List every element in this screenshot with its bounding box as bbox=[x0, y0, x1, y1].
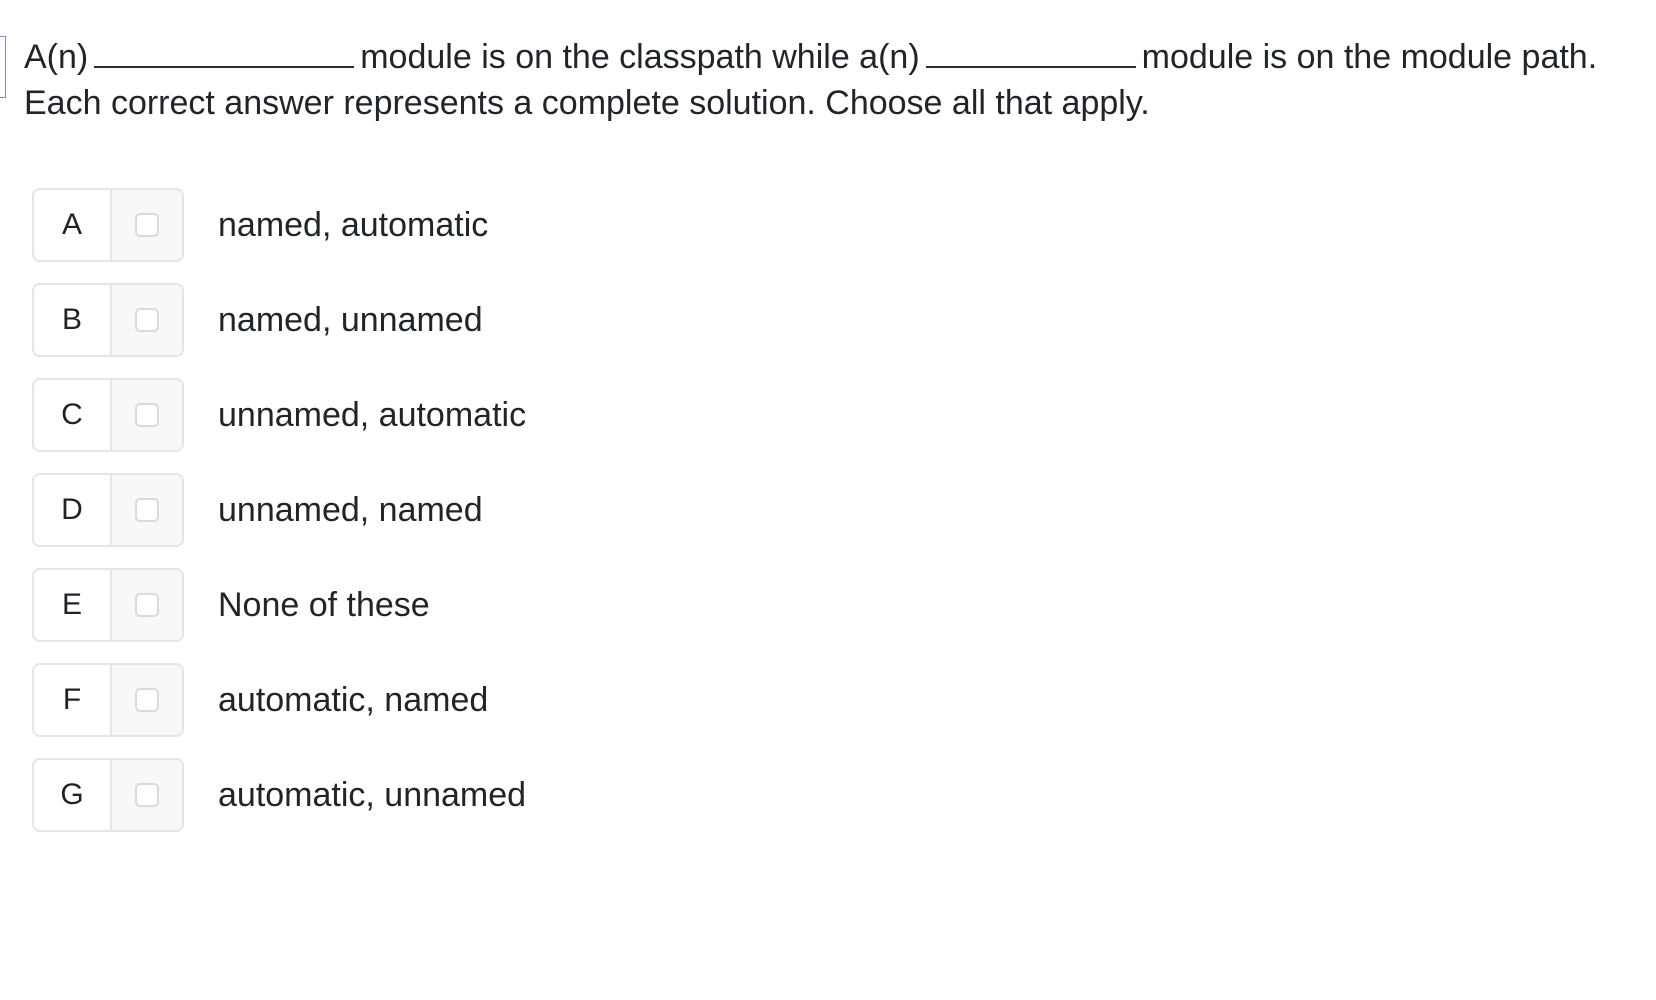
option-box[interactable]: A bbox=[32, 188, 184, 262]
question-part2: module is on the classpath while a(n) bbox=[360, 38, 920, 76]
option-text[interactable]: named, automatic bbox=[218, 205, 489, 244]
option-box[interactable]: F bbox=[32, 663, 184, 737]
option-letter: D bbox=[34, 475, 112, 545]
option-text[interactable]: named, unnamed bbox=[218, 300, 483, 339]
checkbox[interactable] bbox=[135, 593, 159, 617]
option-e[interactable]: E None of these bbox=[32, 567, 526, 643]
question-part3: module is on the module path. bbox=[1141, 38, 1598, 76]
option-box[interactable]: B bbox=[32, 283, 184, 357]
option-text[interactable]: automatic, named bbox=[218, 680, 489, 719]
option-text[interactable]: None of these bbox=[218, 585, 430, 624]
checkbox[interactable] bbox=[135, 688, 159, 712]
question-instruction: Each correct answer represents a complet… bbox=[24, 84, 1150, 122]
option-text[interactable]: unnamed, automatic bbox=[218, 395, 527, 434]
option-c[interactable]: C unnamed, automatic bbox=[32, 377, 526, 453]
option-box[interactable]: D bbox=[32, 473, 184, 547]
option-letter: C bbox=[34, 380, 112, 450]
checkbox[interactable] bbox=[135, 308, 159, 332]
question-text: A(n) module is on the classpath while a(n… bbox=[24, 34, 1597, 126]
checkbox[interactable] bbox=[135, 498, 159, 522]
blank-1 bbox=[94, 36, 355, 68]
option-f[interactable]: F automatic, named bbox=[32, 662, 526, 738]
question-line: A(n) module is on the classpath while a(n… bbox=[24, 34, 1597, 80]
checkbox[interactable] bbox=[135, 783, 159, 807]
option-letter: E bbox=[34, 570, 112, 640]
answer-options: A named, automatic B named, unnamed C un… bbox=[32, 187, 526, 852]
option-letter: A bbox=[34, 190, 112, 260]
option-letter: B bbox=[34, 285, 112, 355]
option-g[interactable]: G automatic, unnamed bbox=[32, 757, 526, 833]
blank-2 bbox=[925, 36, 1136, 68]
option-text[interactable]: automatic, unnamed bbox=[218, 775, 527, 814]
option-text[interactable]: unnamed, named bbox=[218, 490, 483, 529]
option-a[interactable]: A named, automatic bbox=[32, 187, 526, 263]
option-box[interactable]: E bbox=[32, 568, 184, 642]
option-box[interactable]: G bbox=[32, 758, 184, 832]
option-box[interactable]: C bbox=[32, 378, 184, 452]
question-marker bbox=[0, 36, 6, 98]
option-letter: F bbox=[34, 665, 112, 735]
option-b[interactable]: B named, unnamed bbox=[32, 282, 526, 358]
option-d[interactable]: D unnamed, named bbox=[32, 472, 526, 548]
question-part1: A(n) bbox=[24, 38, 89, 76]
checkbox[interactable] bbox=[135, 403, 159, 427]
option-letter: G bbox=[34, 760, 112, 830]
checkbox[interactable] bbox=[135, 213, 159, 237]
